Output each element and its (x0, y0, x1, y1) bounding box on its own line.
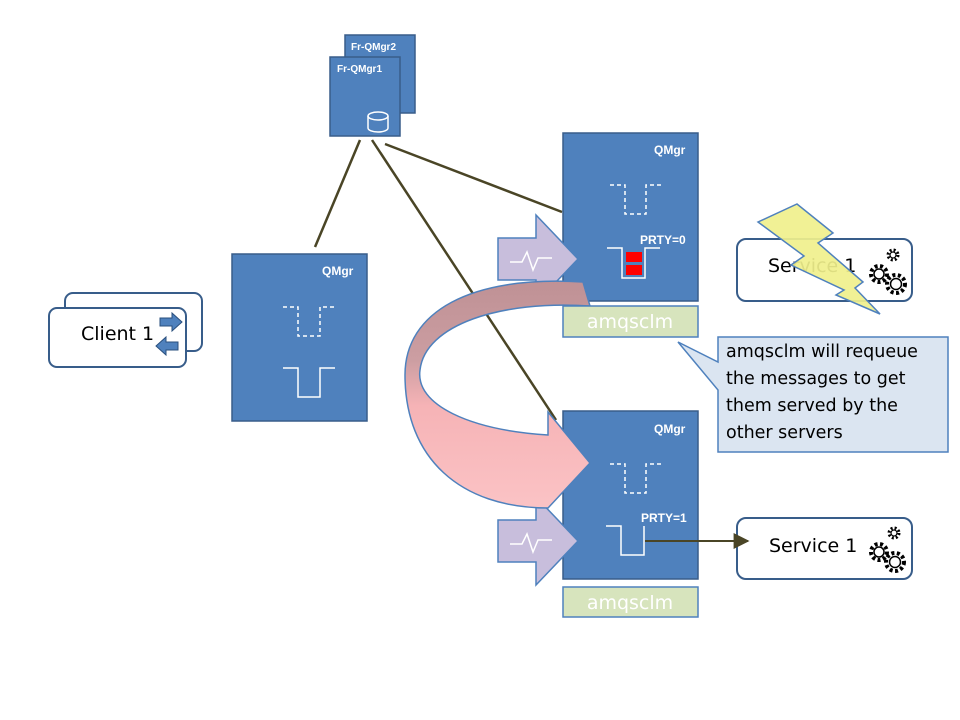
server1-qmgr: QMgr PRTY=0 (562, 132, 699, 302)
server1-priority: PRTY=0 (640, 233, 686, 247)
pulse-icon (510, 250, 552, 273)
frqmgr2-label: Fr-QMgr2 (351, 42, 396, 53)
cluster-links (313, 139, 563, 421)
server2-qmgr-label: QMgr (654, 422, 686, 436)
link-frqmgr1-to-client-qmgr (313, 139, 362, 248)
monitor-arrow-server2 (497, 495, 580, 587)
amqsclm-label-server2: amqsclm (587, 592, 673, 614)
link-frqmgr1-to-server1-qmgr (384, 142, 563, 214)
server2-qmgr: QMgr PRTY=1 (562, 410, 699, 580)
requeue-callout: amqsclm will requeue the messages to get… (677, 336, 949, 453)
amqsclm-monitor-server1: amqsclm (562, 305, 699, 338)
amqsclm-label-server1: amqsclm (587, 311, 673, 333)
stuck-message-icon (626, 252, 642, 262)
callout-line-4: other servers (726, 423, 843, 443)
full-repository-frqmgr1: Fr-QMgr1 (329, 56, 401, 137)
service-failed: Service 1 (736, 203, 913, 315)
client-qmgr: QMgr (231, 253, 368, 422)
gear-icon (869, 248, 907, 295)
amqsclm-monitor-server2: amqsclm (562, 586, 699, 618)
database-icon (367, 111, 389, 133)
callout-line-1: amqsclm will requeue (726, 342, 918, 362)
service-ok: Service 1 (736, 517, 913, 580)
stuck-message-icon (626, 265, 642, 275)
client-qmgr-label: QMgr (322, 264, 354, 278)
requeue-curved-arrow (404, 280, 592, 509)
lightning-icon (756, 203, 881, 315)
callout-line-2: the messages to get (726, 369, 906, 389)
exchange-arrows-icon (155, 311, 183, 357)
client-node: Client 1 (48, 292, 203, 368)
gear-icon (869, 526, 906, 573)
server2-priority: PRTY=1 (641, 511, 687, 525)
server1-local-queue-icon (607, 247, 660, 279)
client-label: Client 1 (81, 323, 154, 345)
service-ok-label: Service 1 (769, 535, 857, 557)
server1-qmgr-label: QMgr (654, 143, 686, 157)
link-frqmgr1-to-server2-qmgr (370, 139, 558, 421)
pulse-icon (510, 532, 552, 555)
frqmgr1-label: Fr-QMgr1 (337, 64, 382, 75)
server2-local-queue-icon (606, 525, 645, 556)
local-queue-icon (283, 367, 335, 398)
callout-line-3: them served by the (726, 396, 898, 416)
